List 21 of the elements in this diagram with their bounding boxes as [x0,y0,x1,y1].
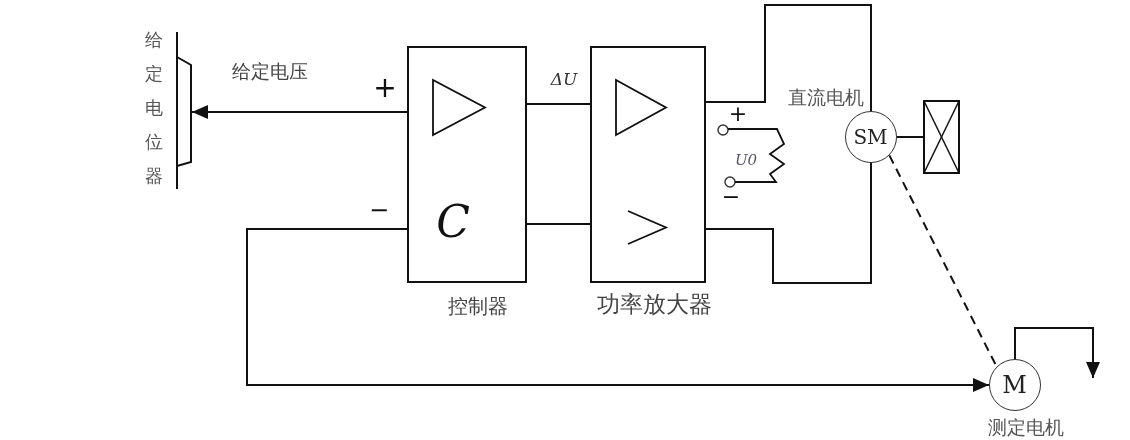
motor-code: M [1002,371,1027,398]
wire [705,4,872,112]
component-caption: 测定电机 [988,417,1064,439]
arrow [1014,327,1100,379]
arrow [191,105,408,119]
motor-code: SM [853,125,888,148]
wire [705,162,872,284]
wire [896,136,924,138]
polarity-sign: − [368,198,390,222]
wire [526,223,591,225]
polarity-sign: − [721,186,741,208]
wire [526,103,591,105]
voltage-label: U0 [734,151,758,169]
component-caption: 功率放大器 [596,290,712,318]
vertical-caption: 给定电位器 [145,28,163,188]
polarity-sign: + [728,103,748,125]
component-caption: 直流电机 [788,87,864,109]
polarity-sign: + [373,74,397,102]
component-caption: 控制器 [448,294,508,318]
edge-label: 给定电压 [230,61,310,83]
block-letter: C [436,197,470,247]
